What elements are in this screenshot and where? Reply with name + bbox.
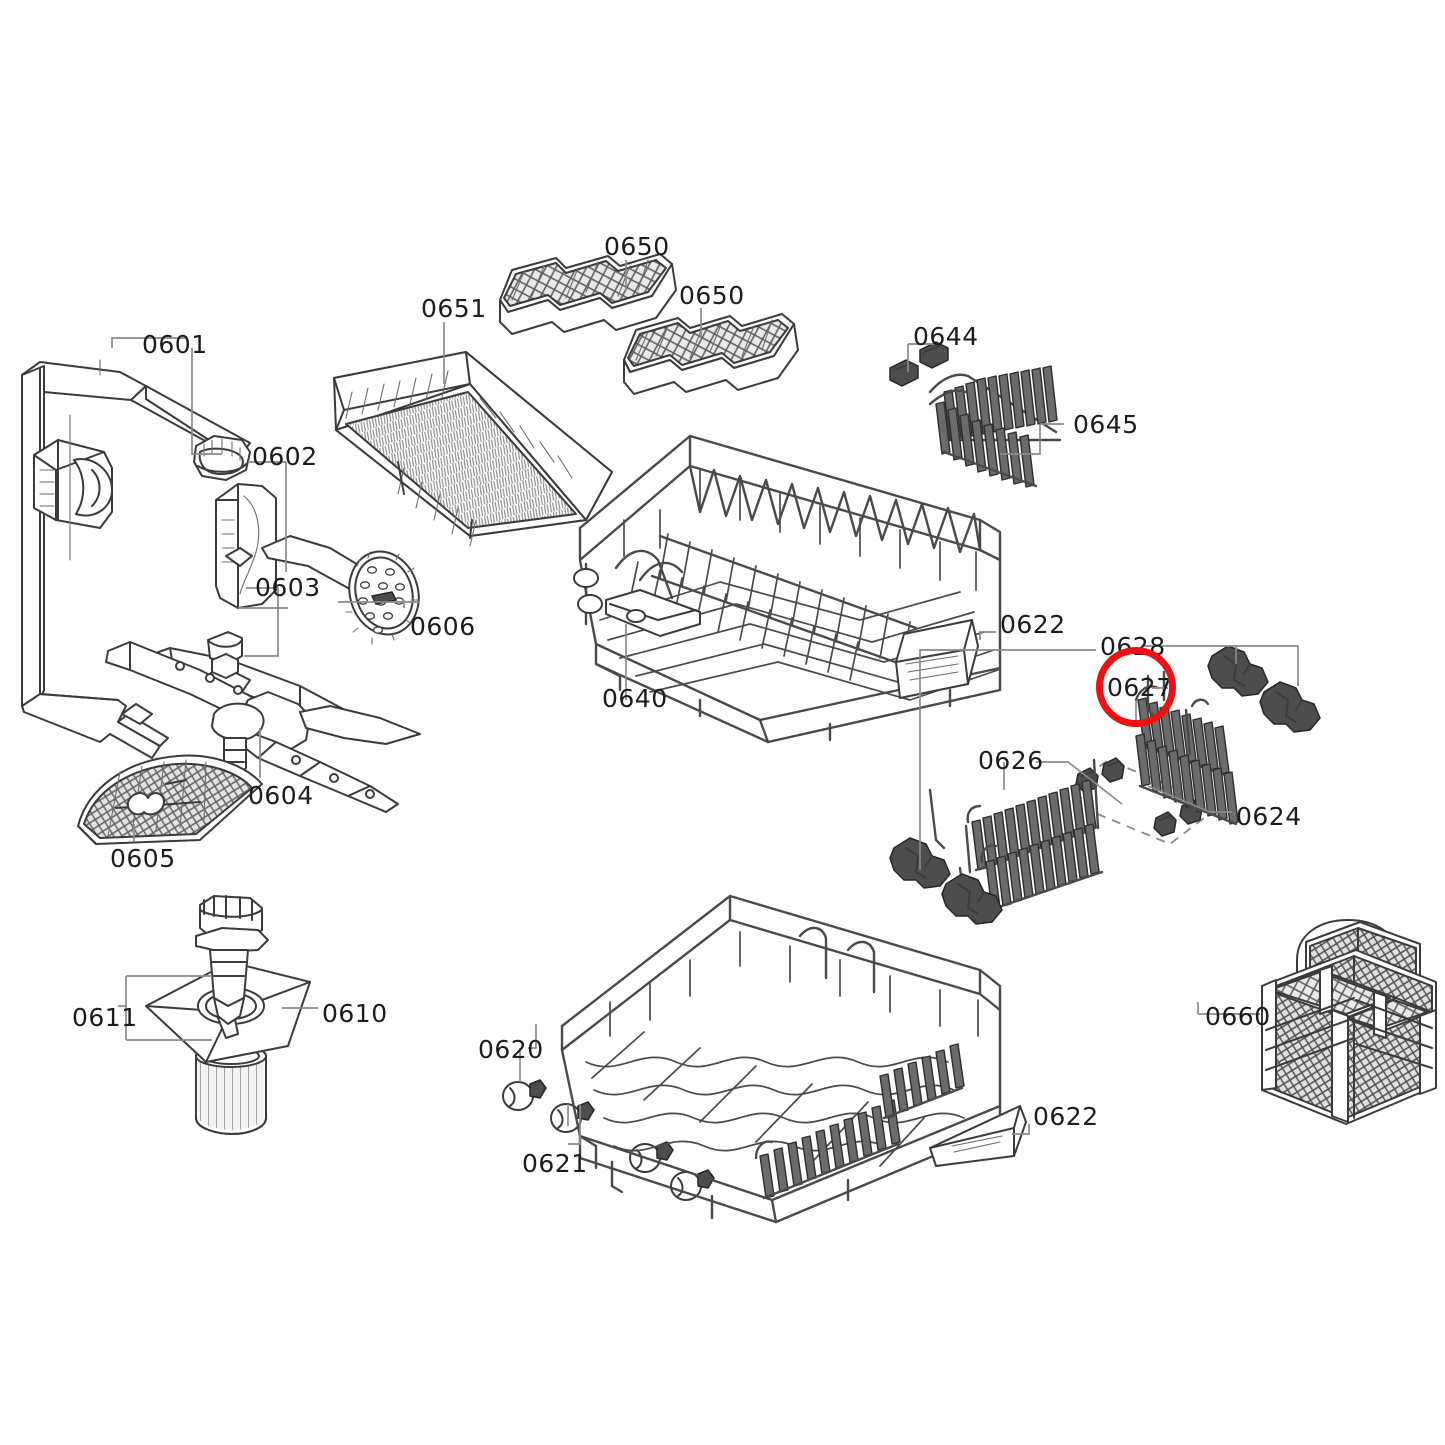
part-0620-0621-rollers — [502, 1079, 715, 1201]
part-0610-0611-filter-assembly — [145, 895, 311, 1135]
part-label-0660[interactable]: 0660 — [1205, 1002, 1271, 1031]
part-0660-cutlery-basket — [1261, 919, 1437, 1125]
part-label-0601[interactable]: 0601 — [142, 330, 208, 359]
part-label-0605[interactable]: 0605 — [110, 844, 176, 873]
part-label-0602[interactable]: 0602 — [252, 442, 318, 471]
part-label-0621[interactable]: 0621 — [522, 1149, 588, 1178]
part-0605-filter-screen — [77, 754, 263, 845]
part-label-0622-lower[interactable]: 0622 — [1033, 1102, 1099, 1131]
part-label-0651[interactable]: 0651 — [421, 294, 487, 323]
part-0651-knife-rack — [333, 351, 613, 547]
part-label-0640[interactable]: 0640 — [602, 684, 668, 713]
part-0644-0645-folding-rack — [889, 341, 1062, 488]
part-label-0650-left[interactable]: 0650 — [604, 232, 670, 261]
part-label-0604[interactable]: 0604 — [248, 781, 314, 810]
part-label-0627[interactable]: 0627 — [1107, 673, 1173, 702]
part-label-0622-upper[interactable]: 0622 — [1000, 610, 1066, 639]
part-label-0620[interactable]: 0620 — [478, 1035, 544, 1064]
leader-lines — [111, 260, 1299, 1145]
part-label-0624[interactable]: 0624 — [1236, 802, 1302, 831]
part-0622-upper-trim — [895, 619, 979, 699]
part-0640-upper-rack — [573, 434, 1002, 744]
part-label-0603[interactable]: 0603 — [255, 573, 321, 602]
part-0626-0628-tine-assembly — [889, 645, 1321, 925]
part-0650-rack-mats — [499, 253, 799, 395]
part-label-0644[interactable]: 0644 — [913, 322, 979, 351]
part-label-0626[interactable]: 0626 — [978, 746, 1044, 775]
part-label-0611[interactable]: 0611 — [72, 1003, 138, 1032]
part-0628-clips — [1207, 645, 1321, 733]
part-0622-lower-trim — [929, 1105, 1027, 1167]
part-label-0645[interactable]: 0645 — [1073, 410, 1139, 439]
part-label-0606[interactable]: 0606 — [410, 612, 476, 641]
part-label-0650-right[interactable]: 0650 — [679, 281, 745, 310]
part-label-0610[interactable]: 0610 — [322, 999, 388, 1028]
lower-dish-rack — [560, 894, 1002, 1224]
part-label-0628[interactable]: 0628 — [1100, 632, 1166, 661]
